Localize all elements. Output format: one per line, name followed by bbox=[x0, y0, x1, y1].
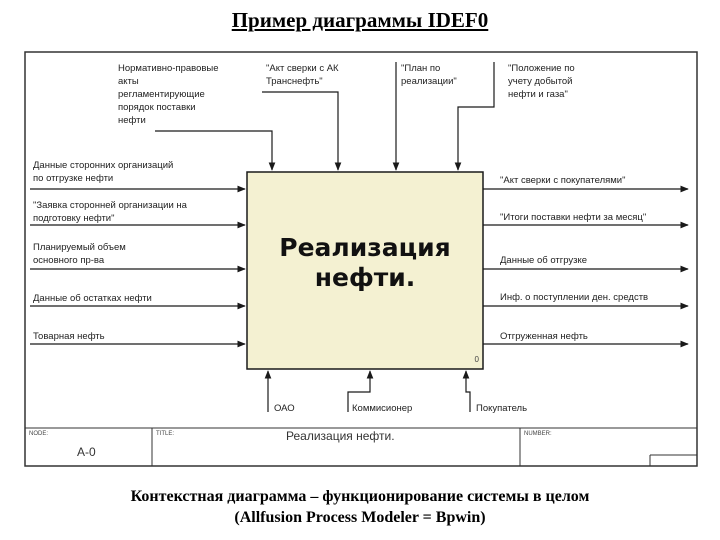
output-label-2: "Итоги поставки нефти за месяц" bbox=[500, 212, 646, 223]
caption-line1: Контекстная диаграмма – функционирование… bbox=[130, 488, 590, 505]
output-label-1: "Акт сверки с покупателями" bbox=[500, 175, 625, 186]
activity-box-title-line2: нефти. bbox=[315, 263, 416, 292]
page-title: Пример диаграммы IDEF0 bbox=[231, 8, 489, 32]
activity-box[interactable] bbox=[246, 171, 484, 370]
diagram-footer: NODE: A-0 TITLE: Реализация нефти. NUMBE… bbox=[25, 427, 697, 466]
mechanism-arrows: ОАО Коммисионер Покупатель bbox=[264, 370, 527, 414]
output-label-5: Отгруженная нефть bbox=[500, 331, 588, 342]
activity-box-number: 0 bbox=[475, 355, 480, 364]
mechanism-label-2: Коммисионер bbox=[352, 403, 412, 414]
footer-node-label: NODE: bbox=[29, 431, 48, 437]
mechanism-arrow-2[interactable] bbox=[347, 370, 374, 412]
footer-title-value: Реализация нефти. bbox=[286, 429, 395, 443]
caption-line2: (Allfusion Process Modeler = Bpwin) bbox=[234, 509, 486, 526]
activity-box-title-line1: Реализация bbox=[279, 233, 450, 262]
output-label-4: Инф. о поступлении ден. средств bbox=[500, 292, 648, 303]
mechanism-label-3: Покупатель bbox=[476, 403, 527, 414]
input-label-5: Товарная нефть bbox=[33, 331, 105, 342]
footer-node-value: A-0 bbox=[77, 445, 96, 459]
control-arrow-regulations[interactable] bbox=[155, 130, 276, 171]
input-label-4: Данные об остатках нефти bbox=[33, 293, 152, 304]
output-arrows: "Акт сверки с покупателями" "Итоги поста… bbox=[483, 175, 689, 348]
mechanism-label-1: ОАО bbox=[274, 403, 295, 414]
control-arrow-regulation-position[interactable] bbox=[454, 62, 495, 171]
control-arrow-reconciliation[interactable] bbox=[262, 91, 342, 171]
caption: Контекстная диаграмма – функционирование… bbox=[0, 486, 720, 528]
output-label-3: Данные об отгрузке bbox=[500, 255, 587, 266]
footer-title-label: TITLE: bbox=[156, 431, 174, 437]
footer-number-label: NUMBER: bbox=[524, 431, 552, 437]
mechanism-arrow-3[interactable] bbox=[462, 370, 471, 412]
